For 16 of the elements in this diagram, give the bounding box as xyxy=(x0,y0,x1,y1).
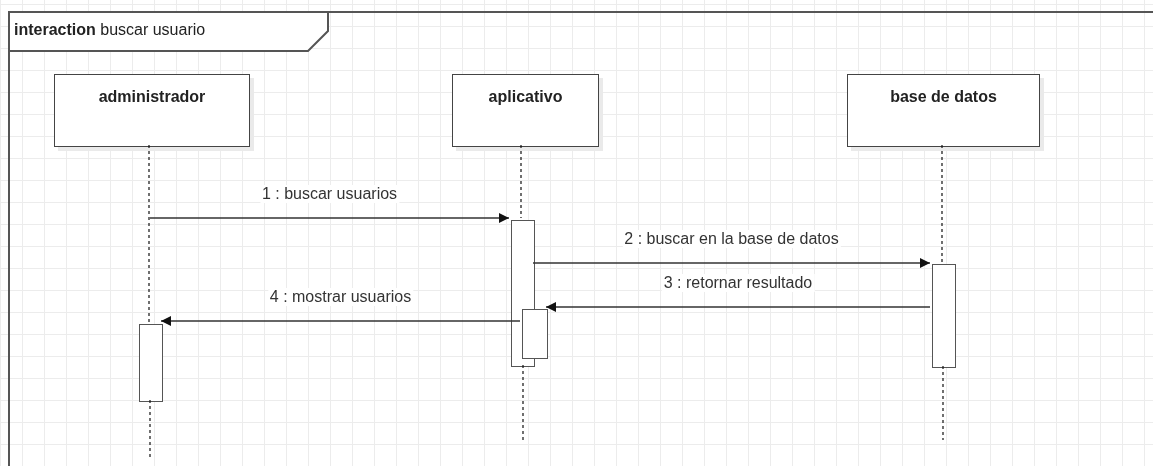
lifeline xyxy=(941,144,943,263)
activation-bar xyxy=(139,324,163,402)
edge-label: 1 : buscar usuarios xyxy=(259,185,400,203)
message-arrow xyxy=(149,213,510,223)
edge-label: 3 : retornar resultado xyxy=(661,274,815,292)
activation-bar xyxy=(932,264,956,368)
lifeline xyxy=(148,144,150,323)
lifeline xyxy=(520,144,522,219)
edge-label: 2 : buscar en la base de datos xyxy=(622,230,841,248)
frame-title: interaction buscar usuario xyxy=(14,21,206,39)
edge-label: 4 : mostrar usuarios xyxy=(267,288,414,306)
message-arrow xyxy=(160,316,521,326)
interaction-frame xyxy=(8,11,1153,466)
message-arrow xyxy=(532,258,931,268)
message-arrow xyxy=(545,302,931,312)
activation-bar xyxy=(522,309,548,359)
